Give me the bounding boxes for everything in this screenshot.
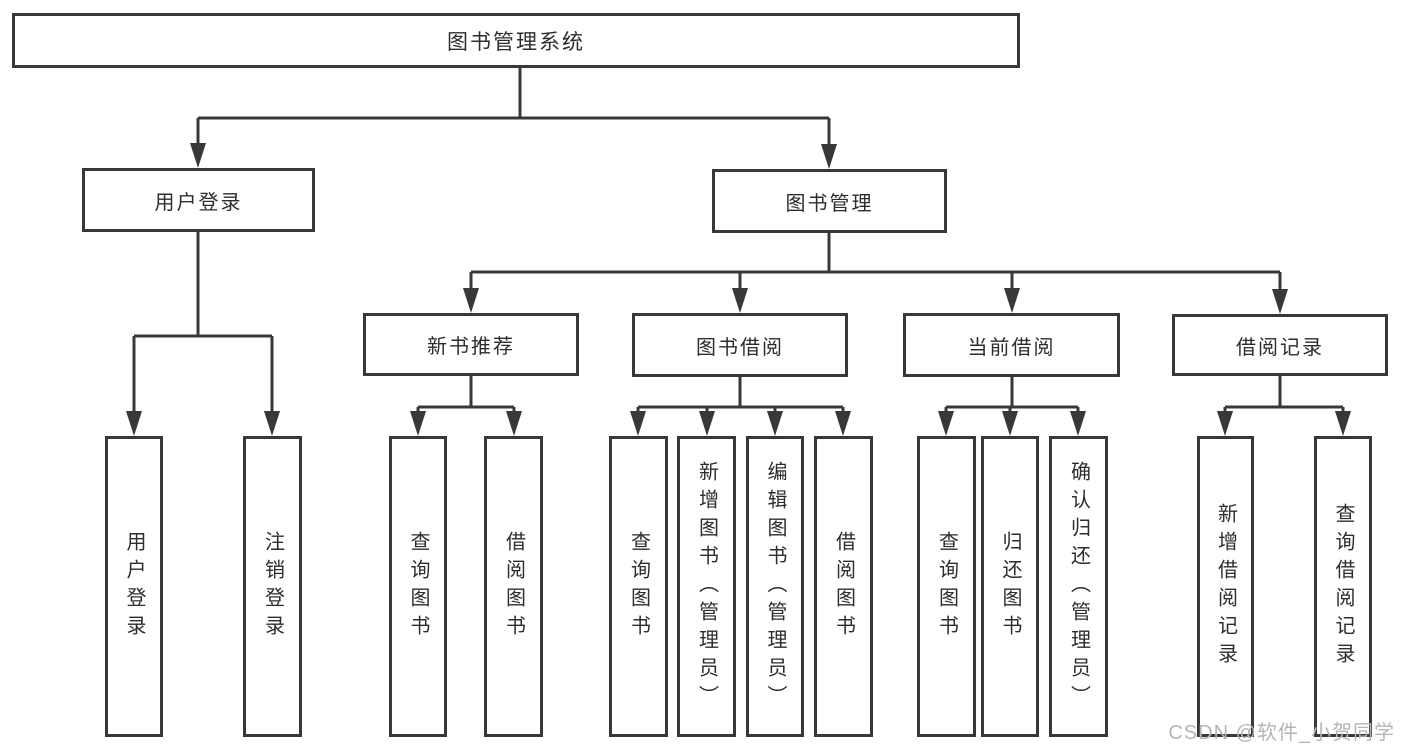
node-label: 查询图书 [407, 530, 429, 643]
leaf-add-books-admin: 新增图书（管理员） [677, 436, 736, 737]
leaf-borrow-books-recommend: 借阅图书 [484, 436, 543, 737]
node-label: 图书管理 [785, 192, 874, 215]
leaf-borrow-books: 借阅图书 [814, 436, 873, 737]
node-label: 注销登录 [261, 530, 284, 643]
node-label: 编辑图书（管理员） [764, 460, 786, 713]
node-label: 当前借阅 [967, 336, 1056, 359]
leaf-query-books-current: 查询图书 [917, 436, 976, 737]
node-label: 新书推荐 [427, 336, 515, 358]
leaf-edit-books-admin: 编辑图书（管理员） [746, 436, 804, 737]
node-user-login: 用户登录 [82, 168, 315, 232]
arrowheads [126, 143, 1351, 436]
leaf-logout: 注销登录 [243, 436, 302, 737]
node-label: 用户登录 [154, 191, 243, 214]
node-new-book-recommend: 新书推荐 [363, 313, 579, 376]
node-label: 查询图书 [627, 530, 650, 643]
node-label: 查询借阅记录 [1332, 502, 1354, 671]
node-label: 图书管理系统 [447, 30, 585, 54]
leaf-query-books-borrow: 查询图书 [609, 436, 668, 737]
node-label: 图书借阅 [696, 336, 784, 359]
node-label: 新增借阅记录 [1214, 502, 1237, 671]
leaf-add-borrow-record: 新增借阅记录 [1197, 436, 1254, 737]
node-borrow-records: 借阅记录 [1172, 314, 1388, 376]
leaf-user-login: 用户登录 [105, 436, 163, 737]
node-label: 借阅图书 [502, 530, 525, 643]
node-book-borrowing: 图书借阅 [632, 313, 848, 377]
node-label: 归还图书 [999, 530, 1021, 643]
node-library-management-system: 图书管理系统 [12, 13, 1020, 68]
leaf-return-books: 归还图书 [981, 436, 1039, 737]
node-label: 确认归还（管理员） [1067, 460, 1090, 713]
node-label: 借阅记录 [1236, 336, 1324, 359]
leaf-query-borrow-record: 查询借阅记录 [1314, 436, 1372, 737]
node-label: 用户登录 [123, 530, 145, 643]
leaf-query-books-recommend: 查询图书 [389, 436, 447, 737]
node-current-borrowing: 当前借阅 [903, 313, 1120, 377]
leaf-confirm-return-admin: 确认归还（管理员） [1049, 436, 1108, 737]
csdn-watermark: CSDN @软件_小贺同学 [1168, 722, 1395, 744]
node-book-management: 图书管理 [712, 169, 947, 233]
node-label: 查询图书 [935, 530, 958, 643]
node-label: 借阅图书 [832, 530, 855, 643]
node-label: 新增图书（管理员） [695, 460, 718, 713]
